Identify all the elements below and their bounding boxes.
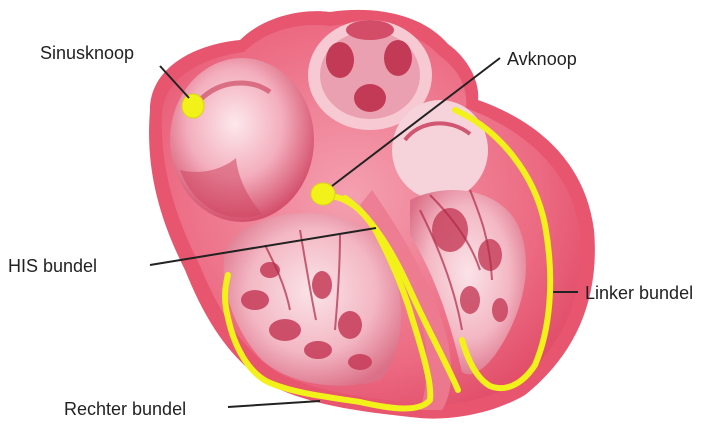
leader-line-rechter-bundel	[228, 401, 320, 407]
av-node	[311, 183, 335, 205]
sa-node	[182, 94, 204, 118]
label-sinusknoop: Sinusknoop	[40, 44, 134, 62]
left-atrium	[392, 100, 488, 200]
label-his-bundel: HIS bundel	[8, 257, 97, 275]
label-avknoop: Avknoop	[507, 50, 577, 68]
label-rechter-bundel: Rechter bundel	[64, 400, 186, 418]
label-linker-bundel: Linker bundel	[585, 284, 693, 302]
